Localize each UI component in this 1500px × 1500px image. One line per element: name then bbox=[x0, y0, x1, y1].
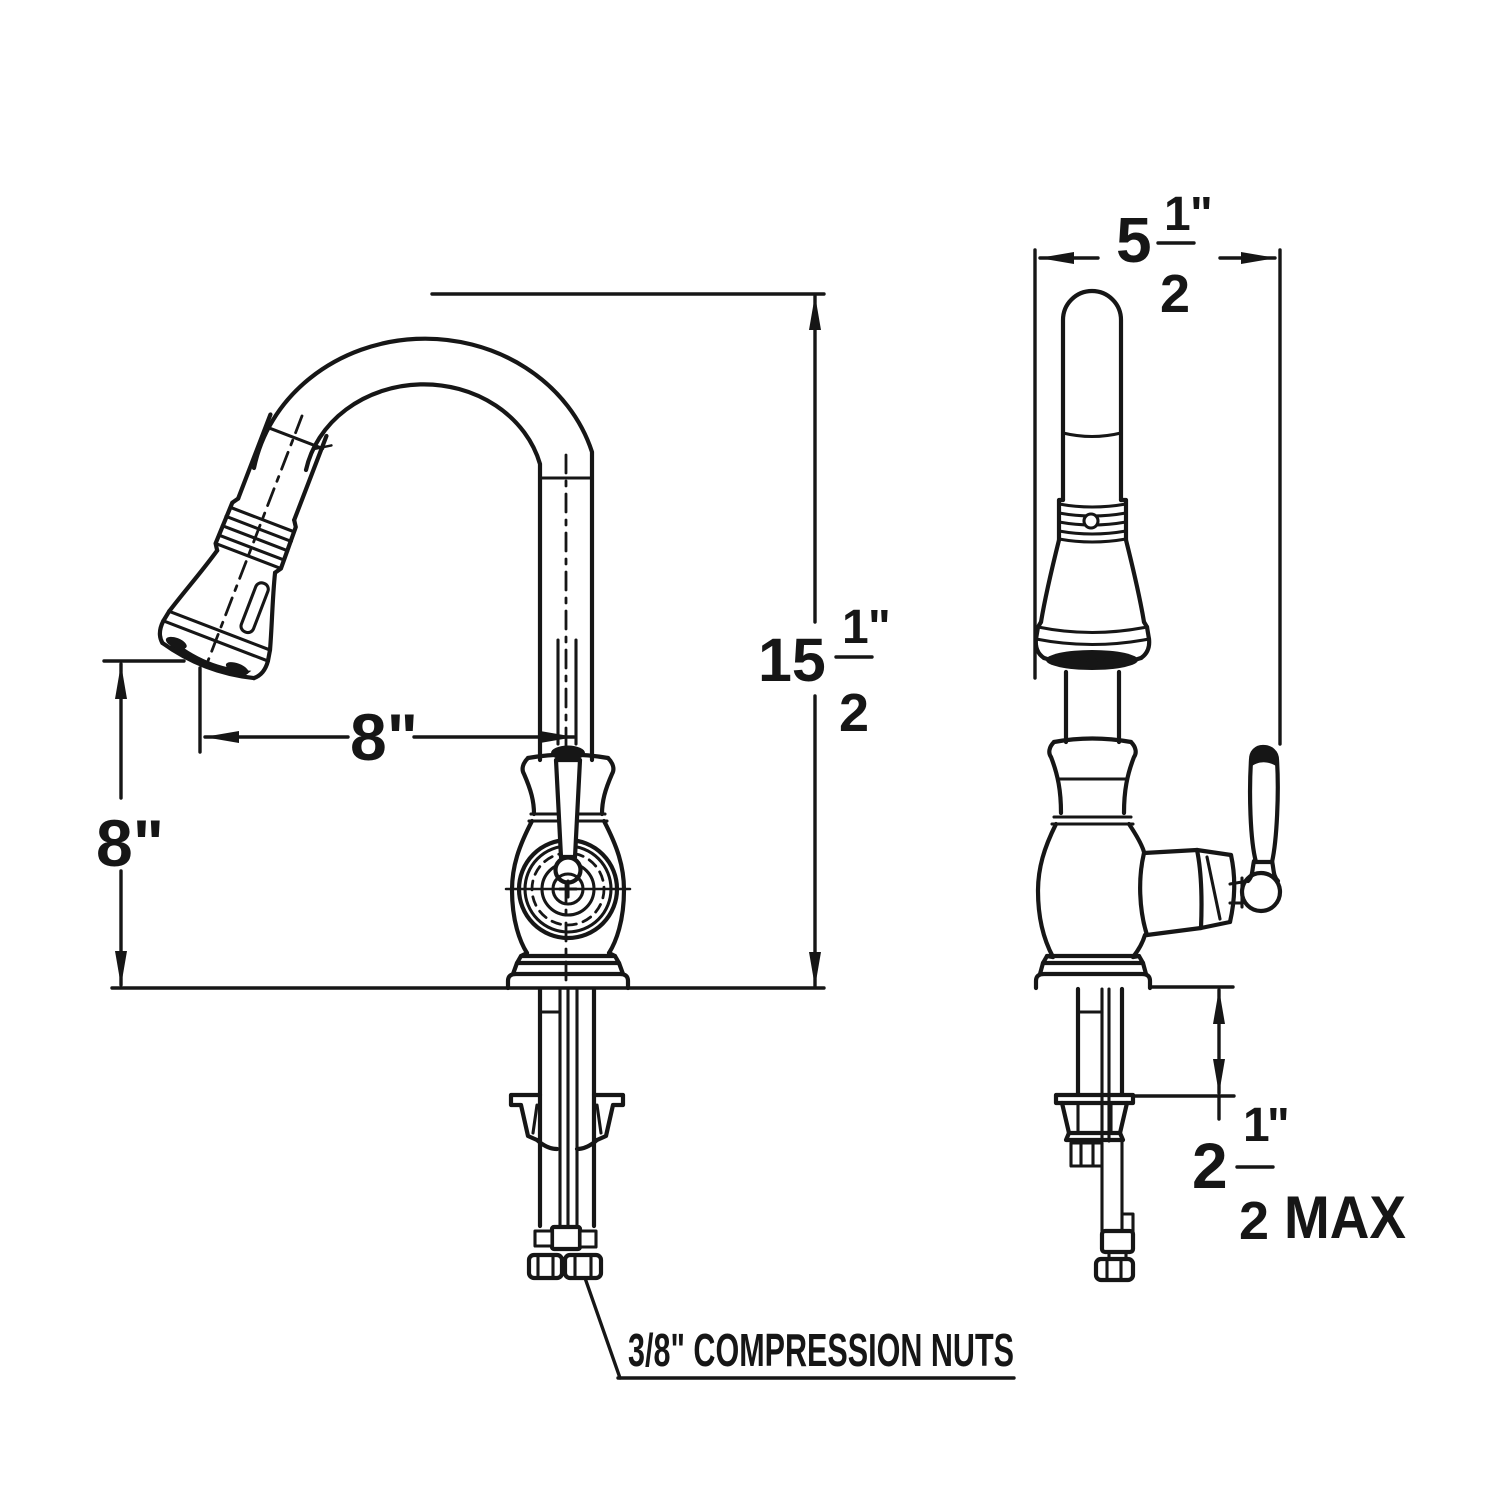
arrow-down-icon bbox=[1213, 1059, 1225, 1094]
compression-nut-left bbox=[526, 1252, 565, 1281]
spout-column bbox=[1056, 288, 1129, 544]
arrow-right-icon bbox=[1241, 252, 1276, 264]
mounting-wing-left bbox=[508, 1092, 560, 1152]
arrow-down-icon bbox=[809, 952, 821, 987]
dim-max-deck-thickness-label: 2 1 " 2 MAX bbox=[1192, 1099, 1406, 1251]
under-counter-assembly bbox=[508, 986, 626, 1281]
dim-spout-clearance: 8" bbox=[96, 659, 186, 987]
arrow-left-icon bbox=[1039, 252, 1074, 264]
mounting-nut bbox=[1053, 1092, 1136, 1143]
svg-text:1: 1 bbox=[842, 601, 869, 654]
sprayer-clip bbox=[239, 581, 270, 635]
svg-text:1: 1 bbox=[1243, 1099, 1270, 1152]
mounting-wing-right bbox=[574, 1092, 626, 1152]
arrow-up-icon bbox=[1213, 989, 1225, 1024]
arrow-right-icon bbox=[540, 731, 575, 743]
under-counter-front bbox=[1053, 986, 1136, 1283]
faucet-body-front bbox=[1033, 669, 1153, 991]
svg-text:2: 2 bbox=[1192, 1130, 1228, 1202]
svg-text:2: 2 bbox=[1160, 264, 1190, 324]
svg-text:5: 5 bbox=[1116, 204, 1152, 276]
sprayer-head bbox=[157, 412, 333, 681]
arrow-up-icon bbox=[809, 295, 821, 330]
hose-collar-button bbox=[1082, 512, 1100, 530]
faucet-front-view bbox=[1033, 288, 1283, 1283]
valve-housing bbox=[1138, 847, 1244, 938]
svg-text:15: 15 bbox=[758, 626, 826, 694]
svg-text:": " bbox=[1267, 1099, 1290, 1152]
svg-text:MAX: MAX bbox=[1284, 1184, 1406, 1251]
compression-nut-front bbox=[1093, 1256, 1136, 1283]
handle-grip bbox=[1239, 744, 1283, 914]
dim-max-deck-thickness: 2 1 " 2 MAX bbox=[1131, 985, 1406, 1251]
dim-overall-height: 15 1 " 2 bbox=[110, 292, 891, 990]
dim-depth-label: 5 1 " 2 bbox=[1116, 188, 1213, 324]
svg-text:": " bbox=[868, 601, 891, 654]
gooseneck-spout bbox=[251, 336, 595, 984]
svg-text:2: 2 bbox=[839, 683, 869, 743]
arrow-left-icon bbox=[204, 731, 239, 743]
dim-spout-reach-label: 8" bbox=[350, 700, 418, 774]
faucet-side-view bbox=[157, 336, 632, 1281]
base-plate bbox=[505, 971, 631, 991]
leader-line bbox=[583, 1276, 622, 1380]
hex-fitting bbox=[1069, 1141, 1104, 1168]
base-plate-front bbox=[1033, 971, 1153, 991]
handle-lever-side bbox=[551, 745, 585, 906]
svg-text:": " bbox=[1190, 188, 1213, 241]
sprayer-head-front bbox=[1033, 537, 1152, 670]
arrow-up-icon bbox=[115, 664, 127, 699]
handle-cap bbox=[551, 745, 585, 761]
dim-overall-height-label: 15 1 " 2 bbox=[758, 601, 891, 743]
dim-spout-reach: 8" bbox=[198, 666, 576, 774]
sprayer-centerline bbox=[205, 414, 304, 666]
handle-grip-cap bbox=[1251, 747, 1277, 766]
svg-text:1: 1 bbox=[1164, 188, 1191, 241]
supply-line bbox=[1099, 1138, 1136, 1261]
compression-nut-right bbox=[562, 1252, 604, 1281]
dim-spout-clearance-label: 8" bbox=[96, 806, 164, 880]
arrow-down-icon bbox=[115, 951, 127, 986]
handle-hub bbox=[1239, 870, 1283, 914]
callout-compression-nuts: 3/8" COMPRESSION NUTS bbox=[583, 1276, 1016, 1380]
callout-compression-nuts-label: 3/8" COMPRESSION NUTS bbox=[628, 1324, 1014, 1376]
dim-depth: 5 1 " 2 bbox=[1033, 188, 1282, 746]
hose-fitting bbox=[549, 1224, 583, 1252]
svg-text:2: 2 bbox=[1239, 1191, 1269, 1251]
